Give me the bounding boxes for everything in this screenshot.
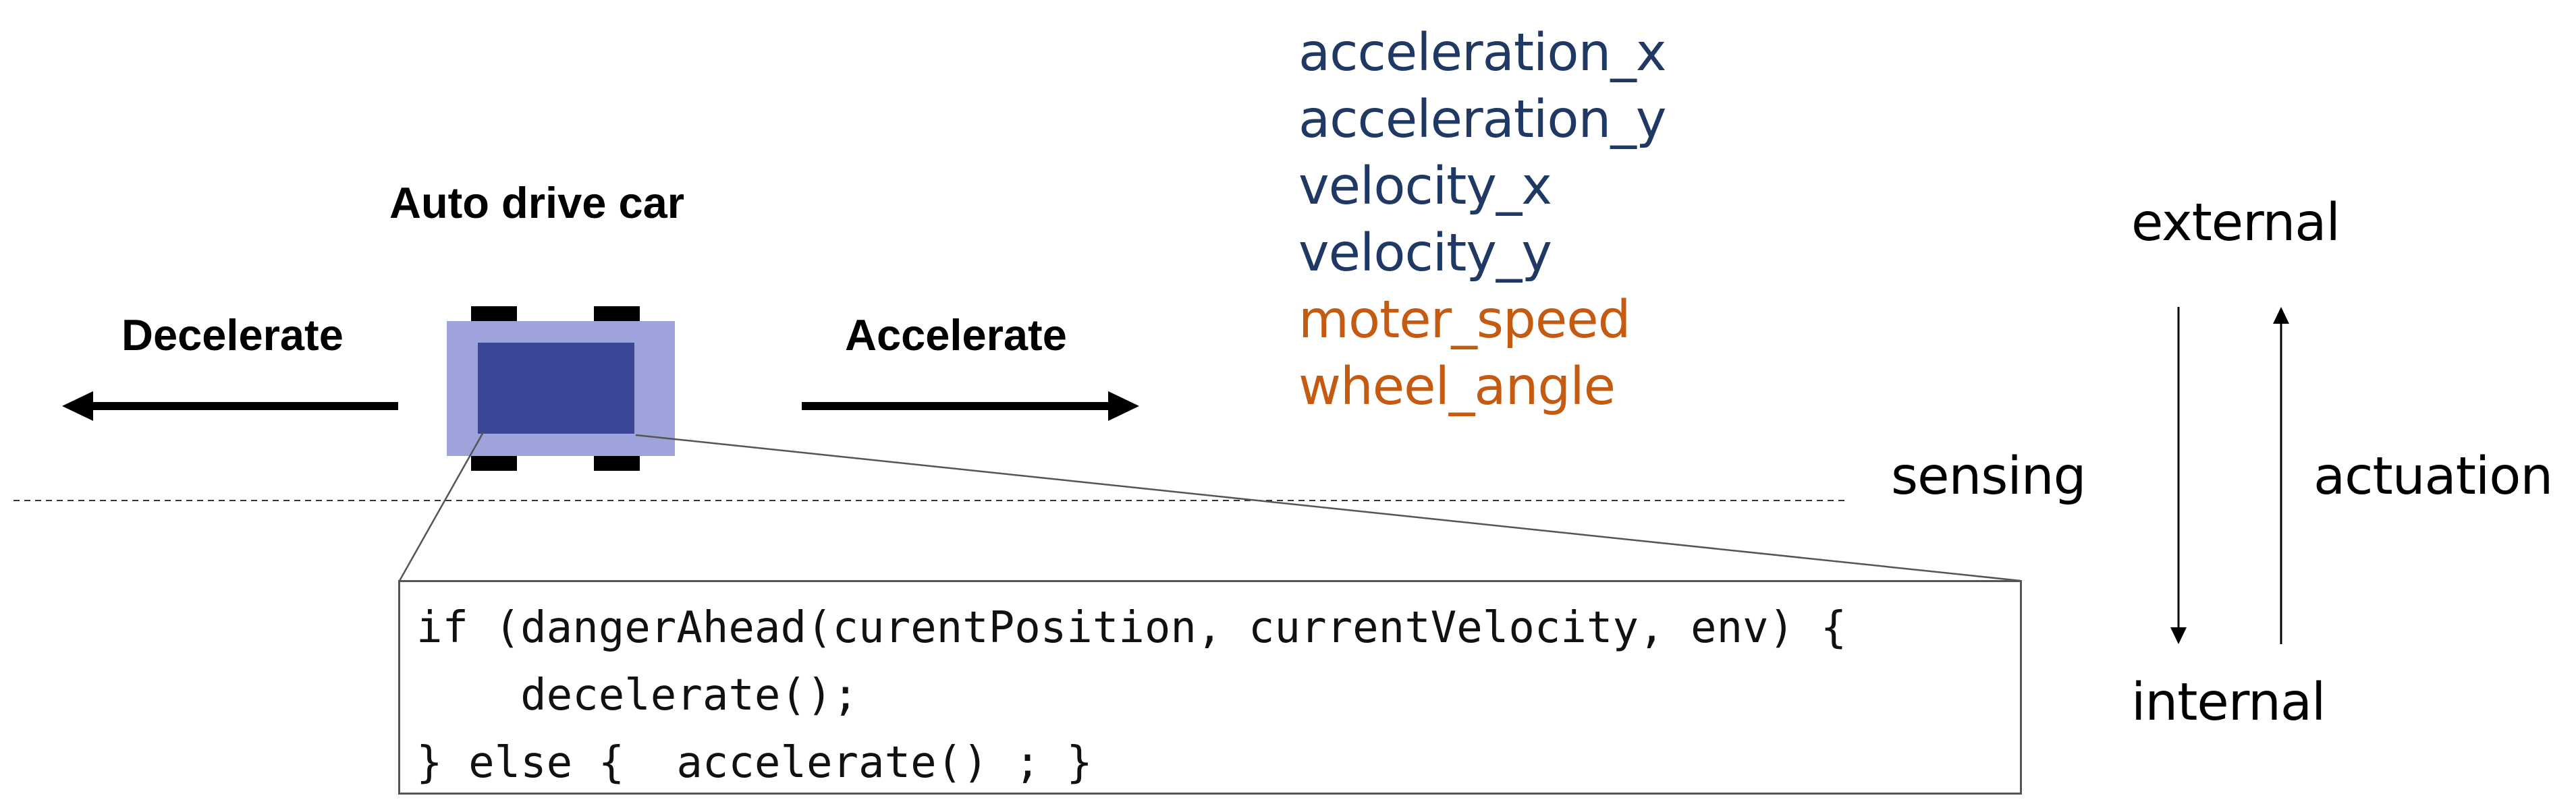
actuator-variable: wheel_angle <box>1298 357 1616 417</box>
actuator-variable: moter_speed <box>1298 290 1630 350</box>
sensing-arrowhead <box>2170 627 2187 644</box>
accelerate-label: Accelerate <box>845 310 1067 360</box>
accelerate-arrowhead <box>1108 391 1139 421</box>
car-icon <box>447 306 675 471</box>
car-wheel-front-left <box>471 306 517 321</box>
actuation-arrowhead <box>2273 307 2289 324</box>
car-wheel-front-right <box>594 306 640 321</box>
decelerate-arrowhead <box>62 391 93 421</box>
code-line: } else { accelerate() ; } <box>416 738 1093 788</box>
code-line: decelerate(); <box>416 670 859 720</box>
callout-line-right <box>635 434 2021 582</box>
sensor-variable: acceleration_x <box>1298 23 1666 83</box>
code-snippet-box: if (dangerAhead(curentPosition, currentV… <box>398 580 2022 795</box>
car-wheel-rear-right <box>594 456 640 471</box>
decelerate-label: Decelerate <box>121 310 344 360</box>
sensor-variable: velocity_y <box>1298 223 1552 283</box>
external-label: external <box>2131 193 2340 253</box>
sensing-label: sensing <box>1891 447 2086 507</box>
car-wheel-rear-left <box>471 456 517 471</box>
sensor-variable: acceleration_y <box>1298 90 1666 150</box>
callout-line-left <box>398 432 485 581</box>
car-cabin <box>478 343 634 434</box>
sensor-variable: velocity_x <box>1298 156 1552 217</box>
car-title: Auto drive car <box>389 178 685 227</box>
code-line: if (dangerAhead(curentPosition, currentV… <box>416 603 1847 653</box>
actuation-label: actuation <box>2313 447 2553 507</box>
internal-label: internal <box>2131 672 2326 733</box>
